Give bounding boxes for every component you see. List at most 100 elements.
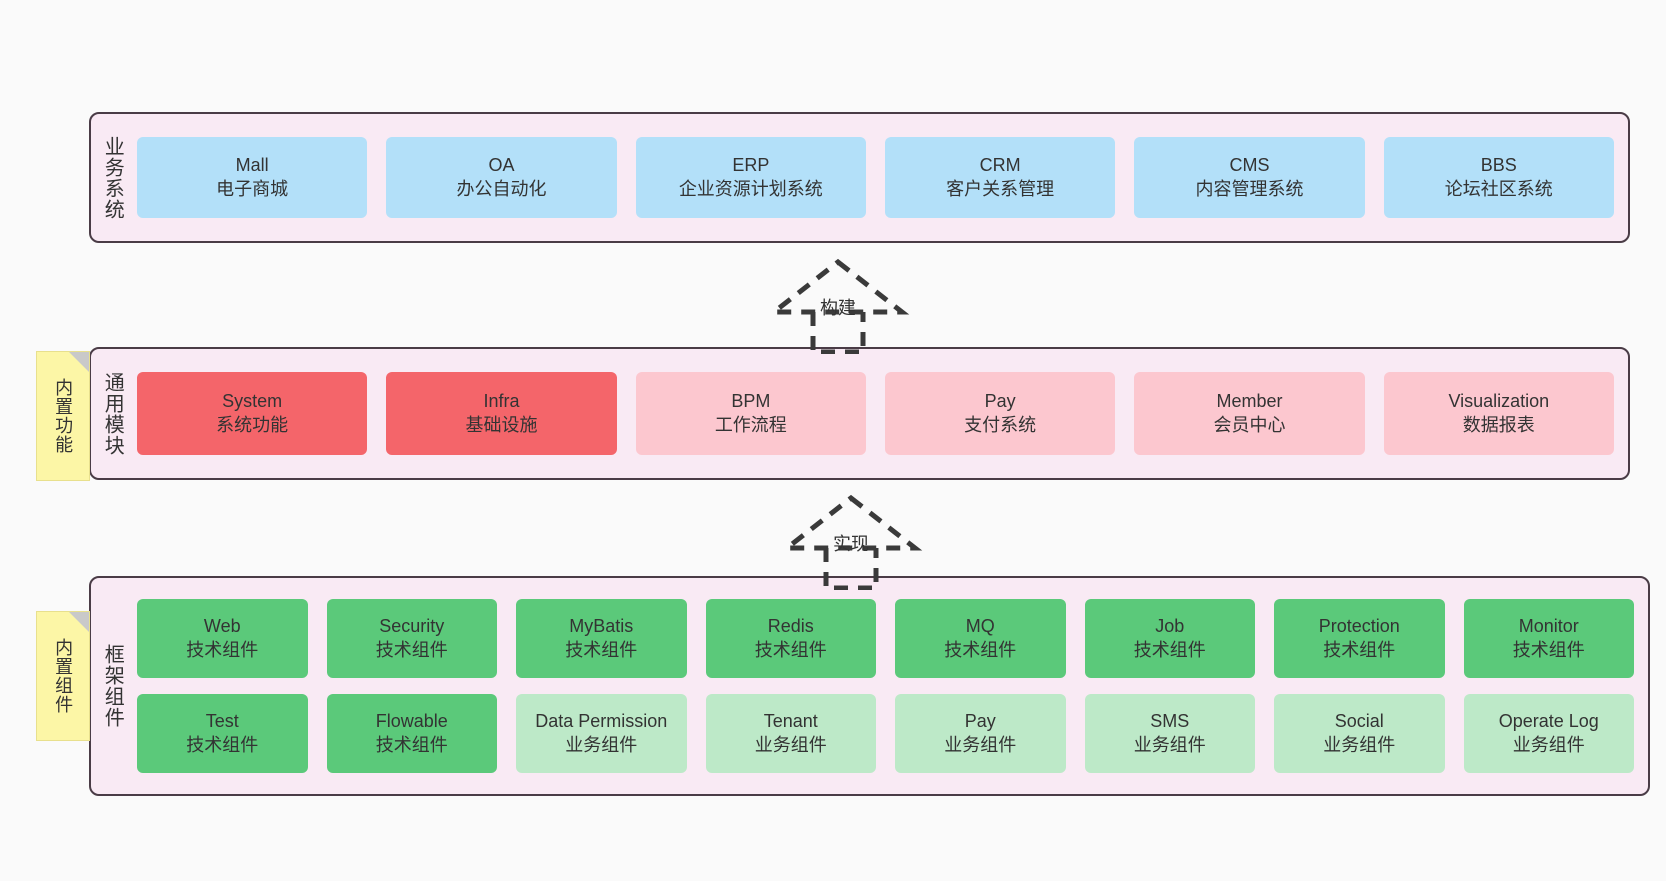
card-title: MyBatis <box>569 616 634 637</box>
card-monitor[interactable]: Monitor 技术组件 <box>1463 599 1634 678</box>
card-subtitle: 技术组件 <box>1512 639 1585 660</box>
note-fold-corner-icon <box>69 352 89 372</box>
note-built-in-function: 内置功能 <box>36 351 90 481</box>
card-title: Job <box>1155 616 1185 637</box>
card-subtitle: 技术组件 <box>186 639 259 660</box>
card-subtitle: 基础设施 <box>465 414 538 435</box>
card-title: SMS <box>1150 711 1190 732</box>
note-built-in-component: 内置组件 <box>36 611 90 741</box>
card-title: Operate Log <box>1498 711 1599 732</box>
card-system[interactable]: System 系统功能 <box>137 372 368 455</box>
card-subtitle: 工作流程 <box>714 414 787 435</box>
card-title: Test <box>205 711 239 732</box>
card-test[interactable]: Test 技术组件 <box>137 694 308 773</box>
card-subtitle: 业务组件 <box>1323 734 1396 755</box>
card-security[interactable]: Security 技术组件 <box>326 599 497 678</box>
card-subtitle: 技术组件 <box>375 639 448 660</box>
card-mall[interactable]: Mall 电子商城 <box>137 137 368 218</box>
card-title: BPM <box>731 391 771 412</box>
layer-common-module: 通用模块 System 系统功能 Infra 基础设施 BPM 工作流程 Pay… <box>89 347 1630 480</box>
card-title: Data Permission <box>535 711 668 732</box>
card-erp[interactable]: ERP 企业资源计划系统 <box>635 137 866 218</box>
note-fold-corner-icon <box>69 612 89 632</box>
connector-build: 构建 <box>763 258 913 354</box>
card-sms[interactable]: SMS 业务组件 <box>1084 694 1255 773</box>
card-mq[interactable]: MQ 技术组件 <box>895 599 1066 678</box>
card-title: Web <box>203 616 241 637</box>
layer-framework-component: 框架组件 Web 技术组件 Security 技术组件 MyBatis 技术组件… <box>89 576 1650 796</box>
layer-body-business-system: Mall 电子商城 OA 办公自动化 ERP 企业资源计划系统 CRM 客户关系… <box>133 114 1628 241</box>
card-subtitle: 技术组件 <box>754 639 827 660</box>
card-subtitle: 内容管理系统 <box>1195 178 1304 199</box>
card-row: System 系统功能 Infra 基础设施 BPM 工作流程 Pay 支付系统… <box>137 372 1614 455</box>
note-label: 内置组件 <box>53 638 74 714</box>
card-title: Monitor <box>1518 616 1579 637</box>
card-job[interactable]: Job 技术组件 <box>1084 599 1255 678</box>
card-row: Mall 电子商城 OA 办公自动化 ERP 企业资源计划系统 CRM 客户关系… <box>137 137 1614 218</box>
card-title: CMS <box>1229 155 1270 176</box>
card-title: Flowable <box>375 711 448 732</box>
card-subtitle: 支付系统 <box>964 414 1037 435</box>
card-social[interactable]: Social 业务组件 <box>1274 694 1445 773</box>
layer-title-framework-component: 框架组件 <box>101 644 124 728</box>
card-subtitle: 技术组件 <box>186 734 259 755</box>
card-subtitle: 业务组件 <box>565 734 638 755</box>
card-tenant[interactable]: Tenant 业务组件 <box>705 694 876 773</box>
card-bbs[interactable]: BBS 论坛社区系统 <box>1383 137 1614 218</box>
card-title: BBS <box>1480 155 1517 176</box>
card-subtitle: 技术组件 <box>375 734 448 755</box>
layer-body-framework-component: Web 技术组件 Security 技术组件 MyBatis 技术组件 Redi… <box>133 578 1648 794</box>
card-pay-business[interactable]: Pay 业务组件 <box>895 694 1066 773</box>
card-data-permission[interactable]: Data Permission 业务组件 <box>516 694 687 773</box>
card-flowable[interactable]: Flowable 技术组件 <box>326 694 497 773</box>
card-subtitle: 企业资源计划系统 <box>678 178 823 199</box>
card-bpm[interactable]: BPM 工作流程 <box>635 372 866 455</box>
card-member[interactable]: Member 会员中心 <box>1134 372 1365 455</box>
card-title: MQ <box>965 616 995 637</box>
card-subtitle: 业务组件 <box>1133 734 1206 755</box>
card-title: Security <box>379 616 445 637</box>
card-title: Pay <box>964 711 996 732</box>
card-subtitle: 数据报表 <box>1462 414 1535 435</box>
card-subtitle: 技术组件 <box>1133 639 1206 660</box>
card-subtitle: 会员中心 <box>1213 414 1286 435</box>
layer-business-system: 业务系统 Mall 电子商城 OA 办公自动化 ERP 企业资源计划系统 CRM… <box>89 112 1630 243</box>
card-title: System <box>222 391 283 412</box>
layer-body-common-module: System 系统功能 Infra 基础设施 BPM 工作流程 Pay 支付系统… <box>133 349 1628 478</box>
card-title: Pay <box>984 391 1016 412</box>
card-title: Tenant <box>763 711 818 732</box>
layer-title-common-module: 通用模块 <box>101 371 124 456</box>
connector-label-implement: 实现 <box>833 534 869 554</box>
card-title: OA <box>488 155 515 176</box>
card-visualization[interactable]: Visualization 数据报表 <box>1383 372 1614 455</box>
card-subtitle: 客户关系管理 <box>946 178 1055 199</box>
card-crm[interactable]: CRM 客户关系管理 <box>884 137 1116 218</box>
card-mybatis[interactable]: MyBatis 技术组件 <box>516 599 687 678</box>
card-pay[interactable]: Pay 支付系统 <box>884 372 1116 455</box>
card-redis[interactable]: Redis 技术组件 <box>705 599 876 678</box>
card-subtitle: 电子商城 <box>216 178 289 199</box>
card-title: Social <box>1334 711 1384 732</box>
card-subtitle: 技术组件 <box>1323 639 1396 660</box>
card-subtitle: 办公自动化 <box>456 178 547 199</box>
card-title: Member <box>1216 391 1283 412</box>
card-web[interactable]: Web 技术组件 <box>137 599 308 678</box>
connector-label-build: 构建 <box>820 298 856 318</box>
card-title: Visualization <box>1448 391 1550 412</box>
card-infra[interactable]: Infra 基础设施 <box>386 372 617 455</box>
card-subtitle: 业务组件 <box>944 734 1017 755</box>
card-cms[interactable]: CMS 内容管理系统 <box>1134 137 1365 218</box>
card-row: Web 技术组件 Security 技术组件 MyBatis 技术组件 Redi… <box>137 599 1634 678</box>
card-operate-log[interactable]: Operate Log 业务组件 <box>1463 694 1634 773</box>
card-title: Infra <box>483 391 520 412</box>
note-label: 内置功能 <box>53 378 74 454</box>
connector-implement: 实现 <box>776 494 926 590</box>
card-title: ERP <box>732 155 770 176</box>
card-subtitle: 技术组件 <box>565 639 638 660</box>
card-protection[interactable]: Protection 技术组件 <box>1274 599 1445 678</box>
card-subtitle: 技术组件 <box>944 639 1017 660</box>
card-oa[interactable]: OA 办公自动化 <box>386 137 617 218</box>
card-title: Protection <box>1318 616 1400 637</box>
card-title: CRM <box>979 155 1021 176</box>
